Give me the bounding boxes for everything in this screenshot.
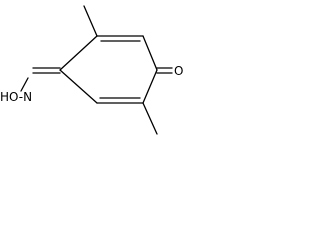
chemical-structure-diagram: O HO-N	[0, 5, 183, 135]
bond-c4-c3-single	[59, 69, 98, 104]
bond-methyl-bottom	[142, 102, 158, 135]
bond-c1-c6-single	[142, 35, 158, 71]
oxime-group-label: HO-N	[0, 90, 32, 104]
bond-n-oh	[20, 77, 29, 92]
bond-methyl-top	[83, 5, 98, 37]
bond-c6-c5-single	[142, 69, 158, 104]
bond-c2-c3-single	[59, 35, 98, 71]
ketone-oxygen-label: O	[174, 64, 183, 78]
